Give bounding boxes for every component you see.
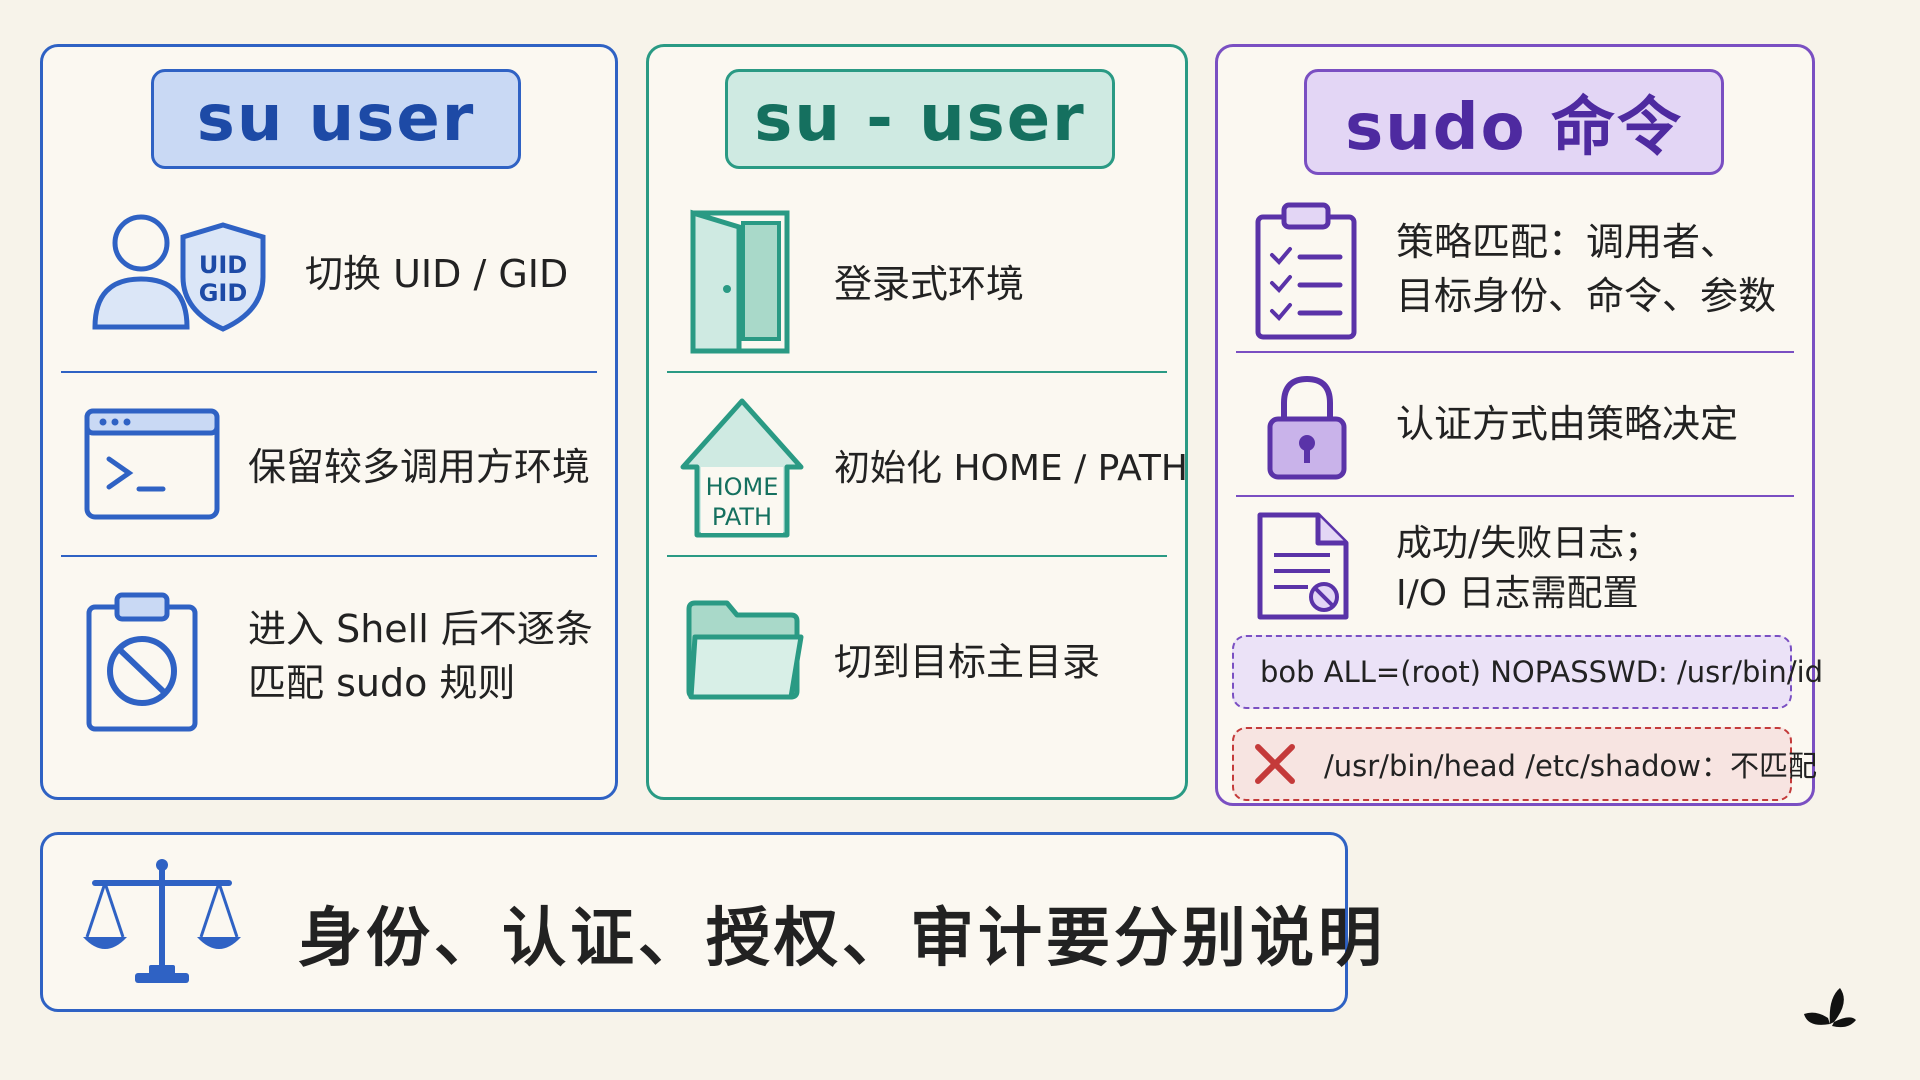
- divider: [667, 555, 1167, 557]
- su-user-panel: su user UID GID 切换 UID / GID 保留较多调用方环境 进…: [40, 44, 618, 800]
- sudo-item-2: 认证方式由策略决定: [1396, 402, 1739, 446]
- sudo-item-3-line-2: I/O 日志需配置: [1396, 573, 1639, 614]
- log-document-icon: [1257, 512, 1349, 620]
- su-user-item-2: 保留较多调用方环境: [248, 445, 591, 489]
- su-dash-user-panel: su - user 登录式环境 HOME PATH 初始化 HOME / PAT…: [646, 44, 1188, 800]
- padlock-icon: [1267, 375, 1347, 480]
- su-user-item-1: 切换 UID / GID: [305, 252, 569, 296]
- checklist-icon: [1255, 202, 1357, 340]
- sudo-item-1-line-1: 策略匹配：调用者、: [1396, 220, 1739, 264]
- gid-label: GID: [199, 279, 248, 307]
- divider: [61, 555, 597, 557]
- sudo-title: sudo 命令: [1304, 69, 1724, 175]
- clipboard-prohibited-icon: [86, 592, 198, 732]
- su-dash-user-item-3: 切到目标主目录: [834, 640, 1101, 684]
- sudo-item-1-line-2: 目标身份、命令、参数: [1396, 274, 1777, 318]
- uid-label: UID: [199, 251, 247, 279]
- folder-icon: [686, 600, 804, 700]
- su-user-item-3-line-1: 进入 Shell 后不逐条: [248, 607, 593, 651]
- sudo-mismatch-box: /usr/bin/head /etc/shadow：不匹配: [1232, 727, 1817, 801]
- house-icon: HOME PATH: [680, 398, 804, 538]
- cross-icon: [1255, 744, 1295, 784]
- su-user-title: su user: [151, 69, 521, 169]
- sudo-mismatch-text: /usr/bin/head /etc/shadow：不匹配: [1324, 749, 1818, 783]
- path-label: PATH: [712, 503, 772, 531]
- su-dash-user-item-1: 登录式环境: [834, 262, 1025, 306]
- sudo-item-3-line-1: 成功/失败日志；: [1396, 523, 1661, 564]
- su-dash-user-title: su - user: [725, 69, 1115, 169]
- divider: [61, 371, 597, 373]
- user-shield-icon: UID GID: [92, 214, 266, 332]
- terminal-icon: [84, 408, 220, 520]
- summary-panel: 身份、认证、授权、审计要分别说明: [40, 832, 1382, 1012]
- su-dash-user-item-2: 初始化 HOME / PATH: [834, 448, 1188, 489]
- open-door-icon: [690, 209, 790, 354]
- divider: [667, 371, 1167, 373]
- divider: [1236, 495, 1794, 497]
- divider: [1236, 351, 1794, 353]
- butterfly-logo-icon: [1804, 988, 1856, 1028]
- balance-scale-icon: [83, 859, 241, 983]
- sudo-panel: sudo 命令 策略匹配：调用者、 目标身份、命令、参数 认证方式由策略决定 成…: [1215, 44, 1823, 806]
- summary-text: 身份、认证、授权、审计要分别说明: [298, 902, 1386, 976]
- sudo-rule-example: bob ALL=(root) NOPASSWD: /usr/bin/id: [1232, 635, 1823, 709]
- home-label: HOME: [706, 473, 779, 501]
- su-user-item-3-line-2: 匹配 sudo 规则: [248, 661, 516, 705]
